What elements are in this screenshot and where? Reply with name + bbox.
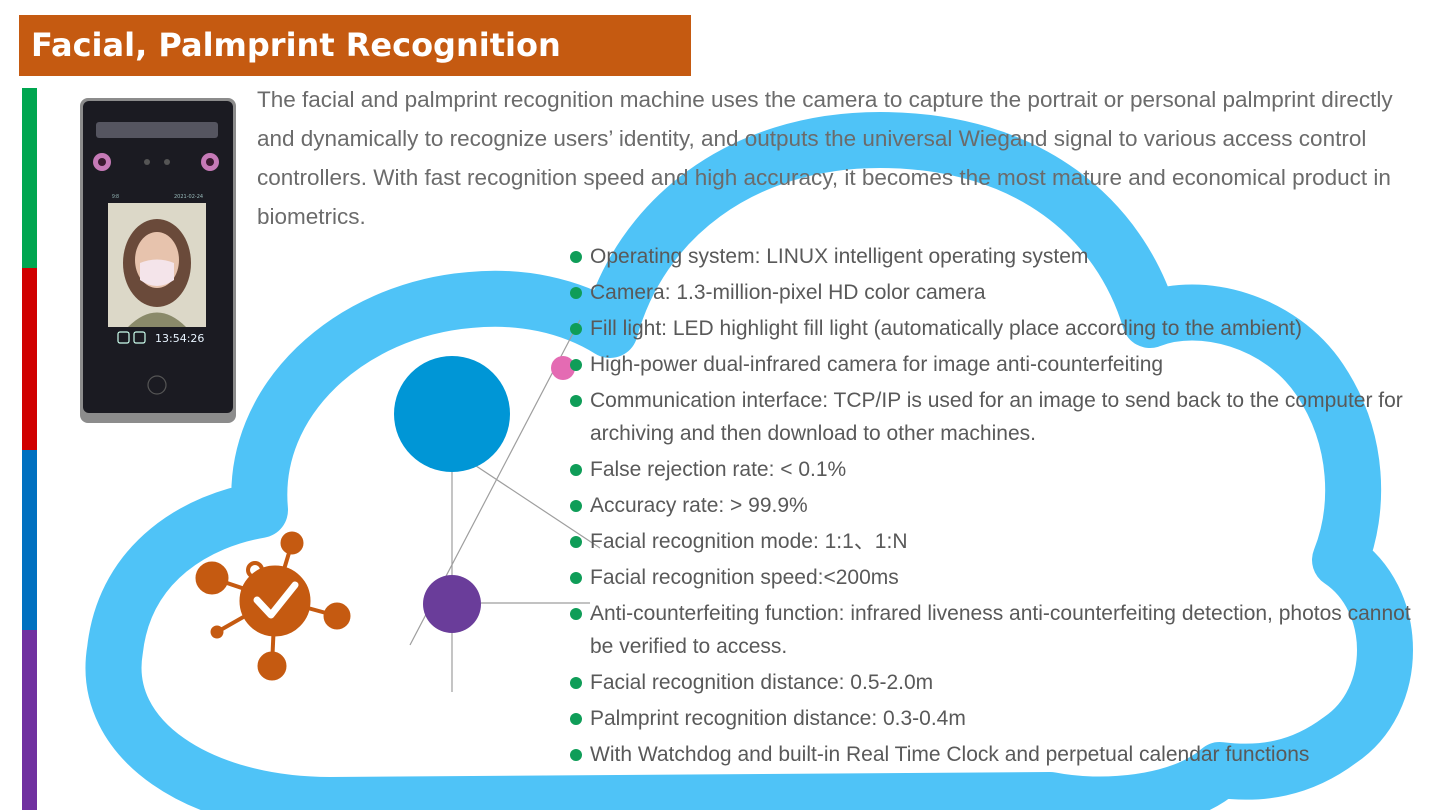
device-image: 9:8	[80, 98, 236, 423]
bullet-dot	[570, 713, 582, 725]
list-item: Palmprint recognition distance: 0.3-0.4m	[568, 702, 1428, 735]
purple-circle	[423, 575, 481, 633]
list-item: False rejection rate: < 0.1%	[568, 453, 1428, 486]
stripe-red	[22, 268, 37, 450]
virus-check-icon	[195, 531, 351, 681]
lock-icon	[133, 331, 146, 344]
list-item: Fill light: LED highlight fill light (au…	[568, 312, 1428, 345]
blue-circle	[394, 356, 510, 472]
bullet-dot	[570, 359, 582, 371]
pink-dot	[551, 356, 575, 380]
bullet-dot	[570, 608, 582, 620]
bullet-dot	[570, 395, 582, 407]
bullet-dot	[570, 749, 582, 761]
list-item: High-power dual-infrared camera for imag…	[568, 348, 1428, 381]
bullet-dot	[570, 677, 582, 689]
spec-list: Operating system: LINUX intelligent oper…	[568, 240, 1428, 774]
stripe-purple	[22, 630, 37, 810]
list-item: With Watchdog and built-in Real Time Clo…	[568, 738, 1428, 771]
stripe-green	[22, 88, 37, 268]
bullet-dot	[570, 323, 582, 335]
bullet-dot	[570, 572, 582, 584]
svg-text:9:8: 9:8	[112, 194, 119, 200]
bullet-dot	[570, 536, 582, 548]
stripe-blue	[22, 450, 37, 630]
bullet-dot	[570, 500, 582, 512]
list-item: Camera: 1.3-million-pixel HD color camer…	[568, 276, 1428, 309]
device-screen-date: 2021-02-24	[174, 194, 204, 200]
bullet-dot	[570, 287, 582, 299]
list-item: Facial recognition distance: 0.5-2.0m	[568, 666, 1428, 699]
list-item: Operating system: LINUX intelligent oper…	[568, 240, 1428, 273]
page-title: Facial, Palmprint Recognition	[19, 15, 691, 76]
device-screen-time: 13:54:26	[155, 332, 205, 345]
list-item: Accuracy rate: > 99.9%	[568, 489, 1428, 522]
list-item: Communication interface: TCP/IP is used …	[568, 384, 1428, 450]
intro-paragraph: The facial and palmprint recognition mac…	[257, 87, 1393, 229]
list-item: Facial recognition speed:<200ms	[568, 561, 1428, 594]
bullet-dot	[570, 464, 582, 476]
bullet-dot	[570, 251, 582, 263]
list-item: Anti-counterfeiting function: infrared l…	[568, 597, 1428, 663]
cloud-shape	[85, 112, 1413, 810]
gear-icon	[117, 331, 130, 344]
bell-icon	[147, 375, 167, 395]
list-item: Facial recognition mode: 1:1、1:N	[568, 525, 1428, 558]
